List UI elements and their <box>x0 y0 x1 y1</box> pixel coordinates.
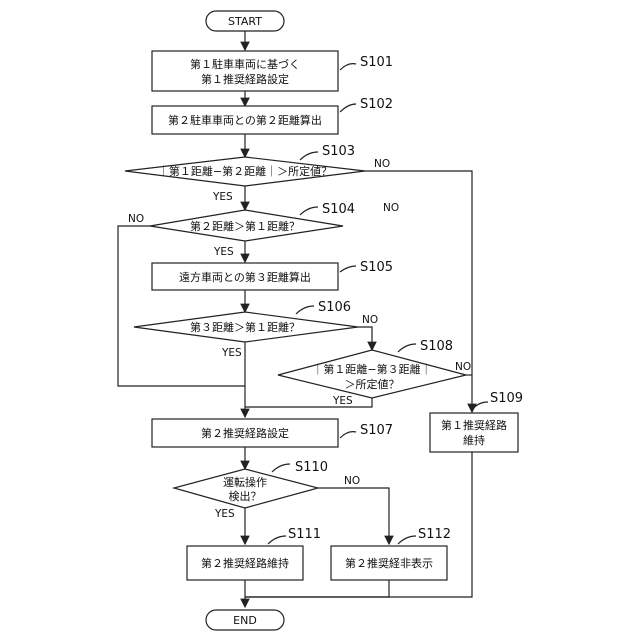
s104-no-left-label: NO <box>128 213 144 225</box>
s106-no-label: NO <box>362 314 378 326</box>
step-s109-line2: 維持 <box>463 433 485 447</box>
step-s101-line1: 第１駐車車両に基づく <box>190 57 300 71</box>
step-s112-tag: S112 <box>418 527 451 542</box>
s108-leader <box>398 344 416 352</box>
step-s101-line2: 第１推奨経路設定 <box>201 72 289 86</box>
decision-s104-text: 第２距離＞第１距離？ <box>190 219 300 233</box>
s103-no-label: NO <box>374 158 390 170</box>
s107-leader <box>340 432 356 438</box>
step-s107-tag: S107 <box>360 423 393 438</box>
step-s105-text: 遠方車両との第３距離算出 <box>179 270 311 284</box>
s101-leader <box>340 64 356 70</box>
decision-s104-tag: S104 <box>322 202 355 217</box>
s103-leader <box>300 152 318 160</box>
arrow-s110-no-s112 <box>318 488 389 544</box>
step-s111-tag: S111 <box>288 527 321 542</box>
s110-no-label: NO <box>344 475 360 487</box>
s109-leader <box>472 402 488 410</box>
decision-s108-tag: S108 <box>420 339 453 354</box>
s103-yes-label: YES <box>212 191 233 203</box>
decision-s110-line1: 運転操作 <box>223 475 267 489</box>
step-s102-tag: S102 <box>360 97 393 112</box>
decision-s110-tag: S110 <box>295 460 328 475</box>
decision-s108-line2: ＞所定値？ <box>345 377 400 391</box>
step-s111-text: 第２推奨経路維持 <box>201 556 289 570</box>
s106-leader <box>296 306 314 314</box>
step-s112-text: 第２推奨経非表示 <box>345 556 433 570</box>
line-s112-merge <box>245 580 389 597</box>
step-s109-tag: S109 <box>490 391 523 406</box>
s108-yes-label: YES <box>332 395 353 407</box>
s104-no-right-label: NO <box>383 202 399 214</box>
line-s108-yes <box>245 398 372 407</box>
decision-s106-tag: S106 <box>318 300 351 315</box>
end-label: END <box>233 614 257 627</box>
step-s101-tag: S101 <box>360 55 393 70</box>
s106-yes-label: YES <box>221 347 242 359</box>
s110-leader <box>272 464 290 472</box>
s112-leader <box>398 536 416 544</box>
step-s109-line1: 第１推奨経路 <box>441 418 507 432</box>
s111-leader <box>268 536 286 544</box>
decision-s103-tag: S103 <box>322 144 355 159</box>
decision-s108-line1: ｜第１距離−第３距離｜ <box>312 362 431 376</box>
step-s105-tag: S105 <box>360 260 393 275</box>
decision-s110-line2: 検出？ <box>229 489 262 503</box>
arrow-s106-no-s108 <box>358 327 372 350</box>
s102-leader <box>340 104 356 112</box>
step-s107-text: 第２推奨経路設定 <box>201 426 289 440</box>
decision-s106-text: 第３距離＞第１距離？ <box>190 320 300 334</box>
start-label: START <box>228 15 262 28</box>
s105-leader <box>340 266 356 272</box>
s104-yes-label: YES <box>213 246 234 258</box>
s104-leader <box>300 207 318 215</box>
s110-yes-label: YES <box>214 508 235 520</box>
s108-no-label: NO <box>455 361 471 373</box>
decision-s103-text: ｜第１距離−第２距離｜＞所定値？ <box>158 164 332 178</box>
step-s102-text: 第２駐車車両との第２距離算出 <box>168 113 322 127</box>
